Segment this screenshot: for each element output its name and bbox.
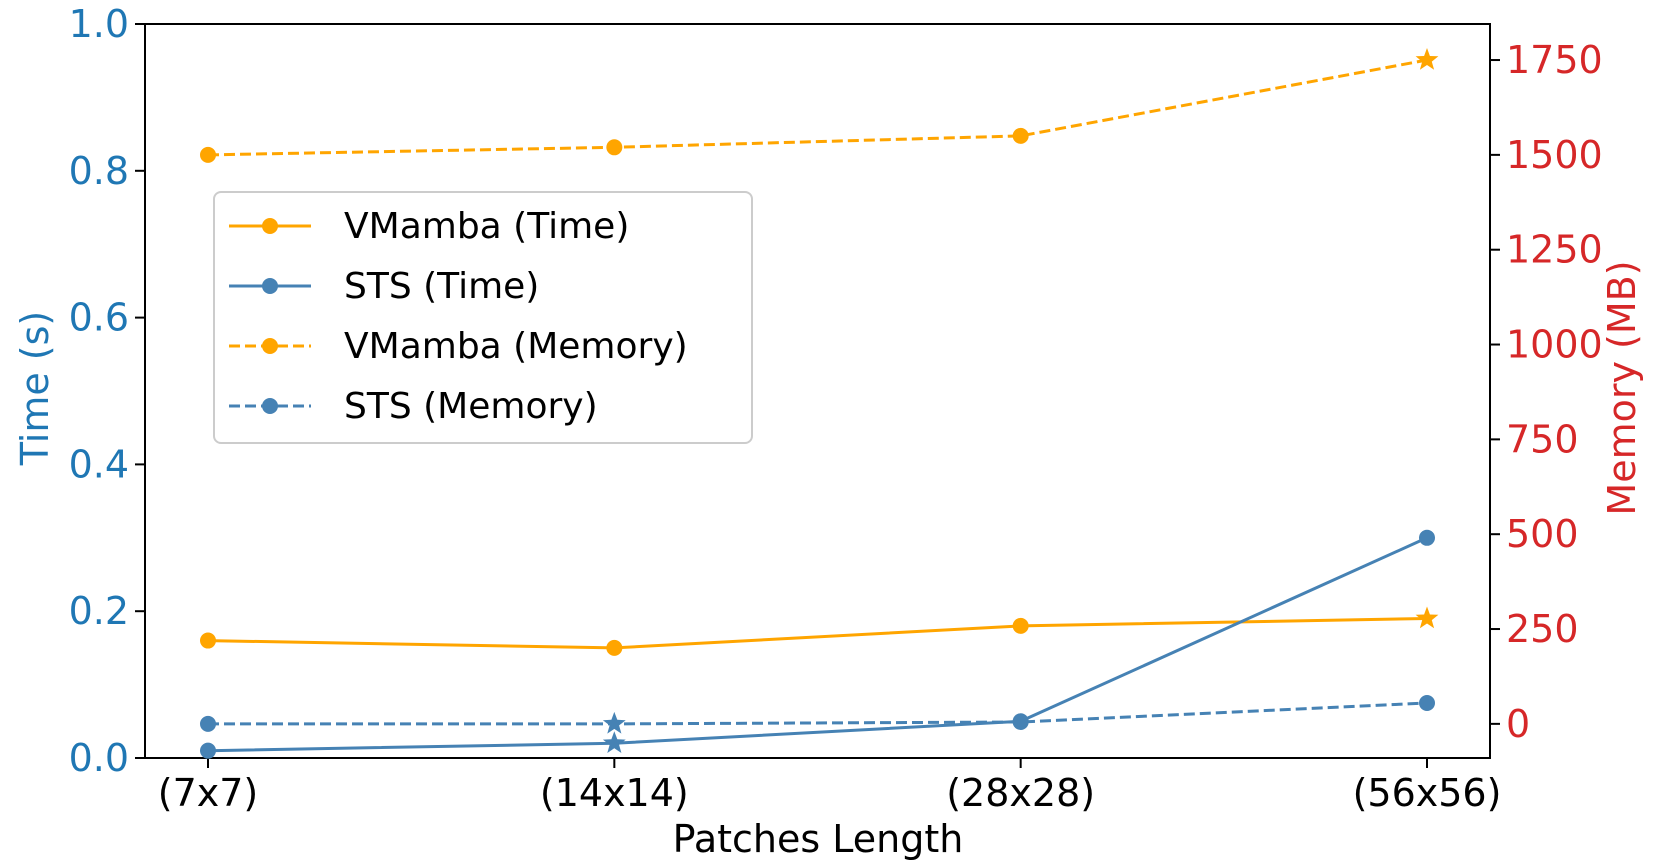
right-tick-label: 500 bbox=[1506, 512, 1579, 556]
data-point-star bbox=[1415, 48, 1439, 70]
legend-marker-3 bbox=[262, 398, 278, 414]
right-tick-label: 0 bbox=[1506, 702, 1530, 746]
data-point-star bbox=[1415, 606, 1439, 629]
data-point bbox=[606, 639, 623, 656]
data-point bbox=[1012, 713, 1029, 730]
series-line bbox=[207, 617, 1428, 650]
legend-marker-0 bbox=[262, 218, 278, 234]
x-tick-label: (14x14) bbox=[540, 771, 689, 815]
left-tick-label: 1.0 bbox=[69, 2, 129, 46]
series-line bbox=[207, 58, 1428, 157]
series-3 bbox=[200, 694, 1435, 734]
data-point bbox=[200, 715, 216, 732]
x-axis-label: Patches Length bbox=[673, 817, 964, 861]
legend-marker-1 bbox=[262, 278, 278, 294]
x-tick-label: (7x7) bbox=[158, 771, 259, 815]
left-axis-label: Time (s) bbox=[13, 311, 57, 467]
series-layer bbox=[200, 48, 1439, 759]
legend-label-0: VMamba (Time) bbox=[344, 206, 629, 247]
legend-box bbox=[213, 191, 753, 444]
x-axis: (7x7) (14x14) (28x28) (56x56) bbox=[158, 758, 1502, 815]
left-axis: 0.0 0.2 0.4 0.6 0.8 1.0 bbox=[69, 2, 145, 780]
right-tick-label: 250 bbox=[1506, 607, 1579, 651]
series-line bbox=[207, 536, 1428, 753]
series-0 bbox=[200, 606, 1439, 656]
legend-label-3: STS (Memory) bbox=[344, 386, 598, 427]
right-axis-label: Memory (MB) bbox=[1600, 260, 1644, 515]
legend-label-2: VMamba (Memory) bbox=[344, 326, 688, 367]
plot-frame bbox=[144, 23, 1491, 759]
data-point bbox=[1419, 694, 1435, 711]
left-tick-label: 0.8 bbox=[69, 149, 129, 193]
series-line bbox=[208, 701, 1428, 726]
data-point bbox=[1012, 127, 1029, 144]
right-tick-label: 1250 bbox=[1506, 228, 1603, 272]
data-point bbox=[200, 146, 216, 163]
data-point bbox=[606, 139, 623, 156]
data-point-star bbox=[602, 731, 626, 753]
left-tick-label: 0.4 bbox=[69, 442, 129, 486]
series-2 bbox=[200, 48, 1439, 163]
left-tick-label: 0.6 bbox=[69, 296, 129, 340]
data-point bbox=[200, 742, 216, 759]
data-point bbox=[200, 632, 216, 649]
right-tick-label: 1500 bbox=[1506, 133, 1603, 177]
data-point bbox=[1419, 529, 1435, 546]
plot-area bbox=[144, 23, 1491, 759]
data-point bbox=[1012, 617, 1029, 634]
legend-label-1: STS (Time) bbox=[344, 266, 539, 307]
right-tick-label: 750 bbox=[1506, 417, 1579, 461]
right-axis: 0 250 500 750 1000 1250 1500 1750 bbox=[1490, 38, 1603, 746]
legend-marker-2 bbox=[262, 338, 278, 354]
x-tick-label: (56x56) bbox=[1353, 771, 1502, 815]
right-tick-label: 1750 bbox=[1506, 38, 1603, 82]
right-tick-label: 1000 bbox=[1506, 323, 1603, 367]
legend: VMamba (Time) STS (Time) VMamba (Memory)… bbox=[213, 191, 753, 444]
data-point-star bbox=[602, 711, 626, 734]
x-tick-label: (28x28) bbox=[946, 771, 1095, 815]
left-tick-label: 0.2 bbox=[69, 589, 129, 633]
left-tick-label: 0.0 bbox=[69, 736, 129, 780]
